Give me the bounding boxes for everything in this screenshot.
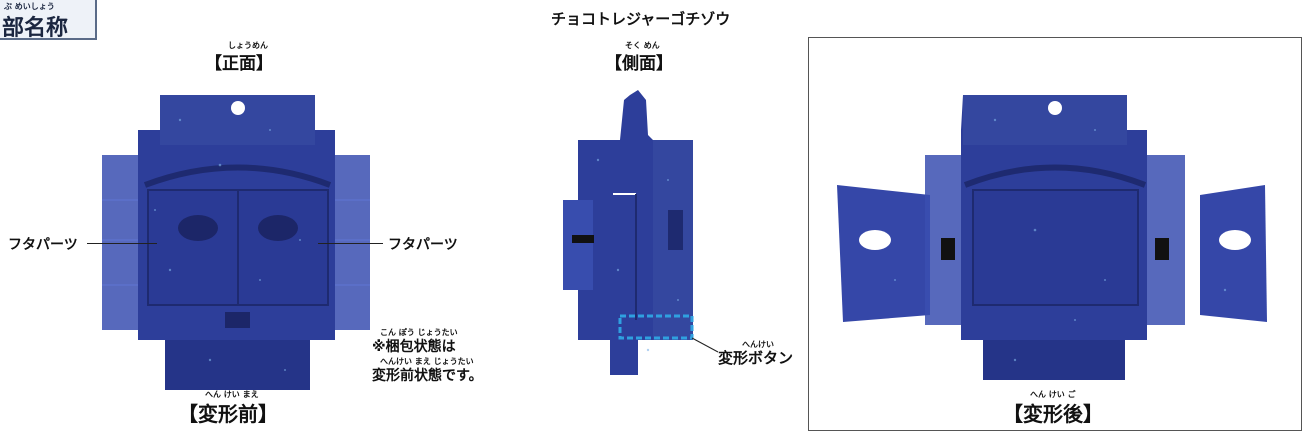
right-part-leader-line [318, 243, 383, 244]
transform-button-label: 変形ボタン [718, 349, 794, 367]
front-view-toy [102, 95, 370, 390]
side-view-label: 【側面】 [605, 54, 673, 74]
left-lid-part-label: フタパーツ [8, 237, 78, 253]
front-view-label: 【正面】 [205, 54, 273, 74]
left-part-leader-line [87, 243, 157, 244]
before-transform-caption: 【変形前】 [178, 402, 278, 426]
section-header-title: 部名称 [2, 16, 69, 41]
button-label-ruby: へんけい [742, 340, 774, 349]
right-lid-part-label: フタパーツ [388, 237, 458, 253]
side-label-ruby: そく めん [625, 41, 660, 50]
after-view-toy [837, 95, 1267, 380]
side-view-toy [563, 90, 719, 375]
section-header-ruby: ぶ めいしょう [4, 2, 55, 11]
note-line1-ruby: こん ぽう じょうたい [380, 328, 458, 337]
packaging-note-line1: ※梱包状態は [372, 339, 456, 355]
packaging-note-line2: 変形前状態です。 [372, 368, 483, 384]
after-transform-caption: 【変形後】 [1003, 402, 1103, 426]
section-header-box: ぶ めいしょう 部名称 [0, 0, 97, 41]
product-name: チョコトレジャーゴチゾウ [551, 10, 731, 28]
before-caption-ruby: へん けい まえ [205, 390, 259, 399]
front-label-ruby: しょうめん [228, 41, 268, 50]
note-line2-ruby: へんけい まえ じょうたい [380, 357, 474, 366]
after-caption-ruby: へん けい ご [1030, 390, 1076, 399]
